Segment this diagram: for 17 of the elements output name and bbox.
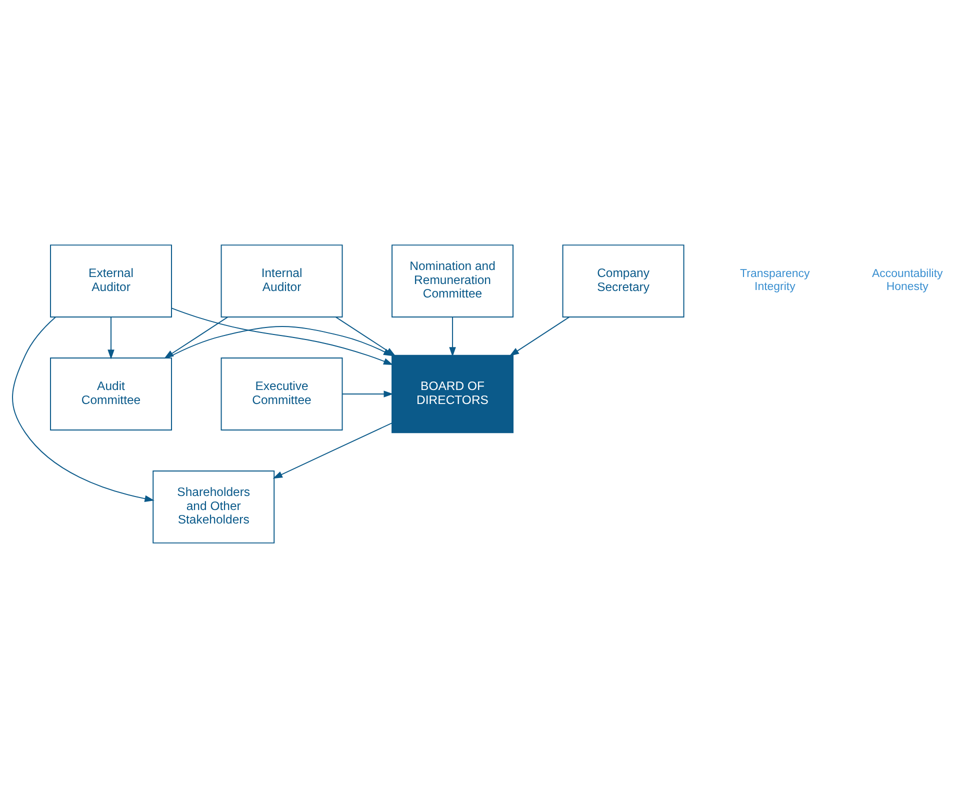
arrow xyxy=(164,316,228,358)
node-box: Executive Committee xyxy=(220,357,343,430)
arrow xyxy=(108,316,114,359)
label: Accountability Honesty xyxy=(872,268,943,293)
node-box: Internal Auditor xyxy=(220,244,343,318)
arrow xyxy=(272,422,392,478)
node-box: Shareholders and Other Stakeholders xyxy=(152,470,275,543)
label: Transparency Integrity xyxy=(740,268,810,293)
arrow xyxy=(449,316,456,356)
arrow xyxy=(12,316,154,502)
node-box: Nomination and Remuneration Committee xyxy=(392,244,514,318)
arrow xyxy=(509,316,570,356)
node-box: Company Secretary xyxy=(562,244,684,318)
arrow xyxy=(342,390,394,397)
node-box: Audit Committee xyxy=(50,357,172,430)
node-box: BOARD OF DIRECTORS xyxy=(392,354,514,433)
node-box: External Auditor xyxy=(50,244,172,318)
